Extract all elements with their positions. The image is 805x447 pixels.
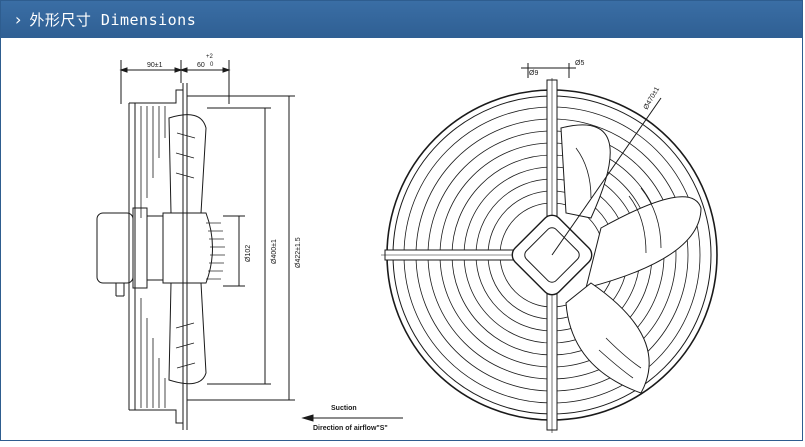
dim-label-hole-left: Ø9	[529, 70, 538, 77]
dim-label-hub: Ø102	[245, 245, 252, 262]
dim-label-60: 60	[197, 62, 205, 69]
airflow-arrow	[301, 414, 403, 422]
dim-tolerance-upper: +2	[206, 54, 214, 60]
dim-label-hole-right: Ø5	[575, 60, 584, 67]
section-header[interactable]: › 外形尺寸 Dimensions	[1, 1, 802, 38]
section-title: 外形尺寸 Dimensions	[29, 11, 197, 29]
chevron-right-icon: ›	[15, 9, 22, 29]
dim-tolerance-lower: 0	[210, 62, 214, 68]
dim-label-90: 90±1	[147, 62, 163, 69]
dim-label-blade: Ø400±1	[271, 239, 278, 264]
side-view-drawing	[96, 60, 295, 430]
suction-label: Suction	[331, 405, 357, 412]
dim-label-guard: Ø422±1.5	[295, 237, 302, 268]
technical-drawing: 90±1 60 +2 0 Ø102 Ø400±1 Ø422±1.5 Ø9 Ø5 …	[1, 38, 804, 442]
dim-label-diagonal: Ø470±1	[643, 86, 662, 111]
airflow-direction-label: Direction of airflow"S"	[313, 425, 388, 432]
front-view-drawing	[381, 63, 718, 433]
